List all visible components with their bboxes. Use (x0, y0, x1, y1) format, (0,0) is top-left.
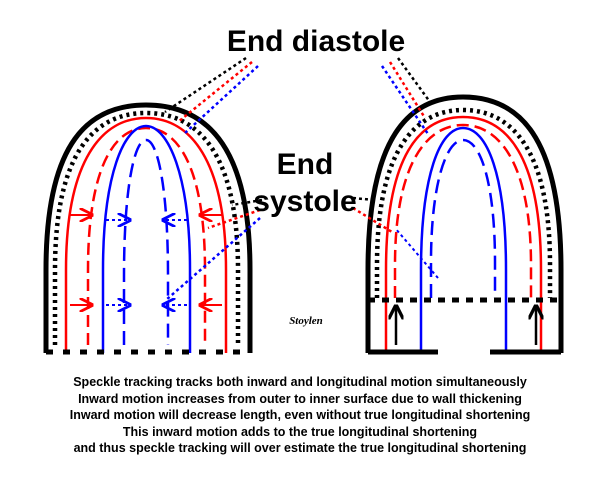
leader-lines (164, 56, 432, 301)
left-endocardium-solid (101, 124, 192, 353)
ventricle-diagram: End diastole End systole Stoylen (43, 25, 564, 355)
label-end-systole-line1: End (277, 148, 334, 181)
label-end-systole-line2: systole (253, 185, 356, 218)
right-outer-wall-solid (365, 94, 564, 353)
right-mid-wall-solid (384, 115, 543, 353)
signature: Stoylen (289, 315, 323, 327)
left-mid-wall-dashed (86, 126, 207, 345)
right-pointer-blue (394, 227, 439, 279)
right-endocardium-dashed (429, 138, 497, 298)
caption-line-3: Inward motion will decrease length, even… (69, 408, 531, 422)
right-ventricle (365, 94, 564, 355)
caption-line-5: and thus speckle tracking will over esti… (73, 441, 527, 455)
right-mid-wall-dashed (393, 123, 533, 298)
left-outer-wall-solid (43, 102, 253, 353)
right-endocardium-solid (419, 126, 508, 353)
caption-line-1: Speckle tracking tracks both inward and … (73, 375, 527, 389)
right-outer-wall-dotted (374, 107, 553, 298)
left-ventricle (43, 102, 253, 355)
left-endocardium-dashed (122, 138, 170, 345)
label-end-diastole: End diastole (227, 25, 405, 58)
caption-line-4: This inward motion adds to the true long… (122, 424, 478, 439)
left-mid-wall-solid (64, 116, 228, 353)
left-outer-wall-dotted (52, 110, 241, 345)
caption: Speckle tracking tracks both inward and … (0, 374, 600, 457)
caption-line-2: Inward motion increases from outer to in… (78, 391, 522, 406)
